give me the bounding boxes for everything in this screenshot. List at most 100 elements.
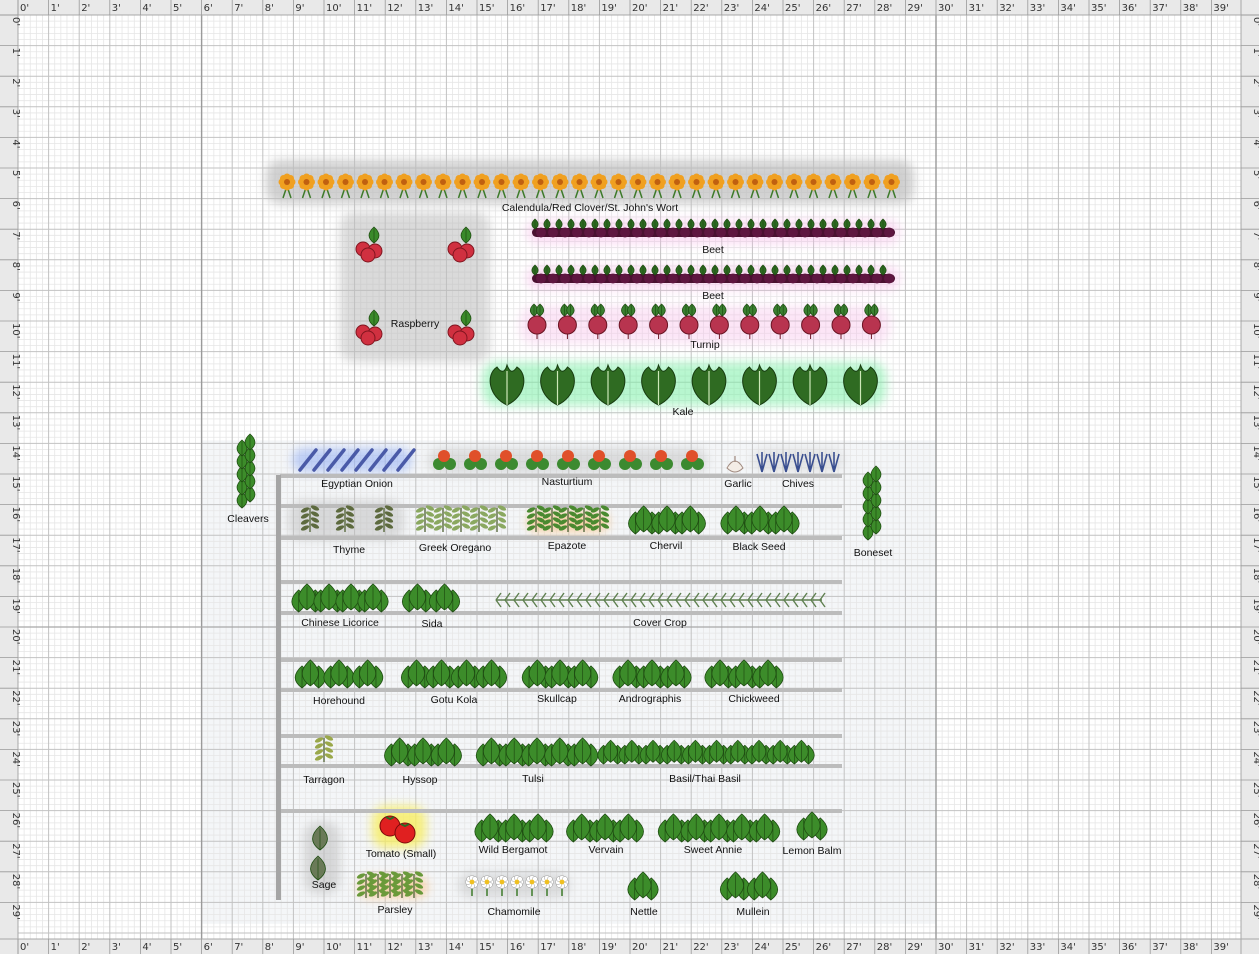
plant-raspberry[interactable] bbox=[355, 226, 475, 346]
plant-label-lemon-balm: Lemon Balm bbox=[783, 845, 842, 857]
cover-crop-leaf bbox=[495, 592, 502, 608]
plant-sida[interactable] bbox=[401, 583, 461, 613]
cover-crop-leaf bbox=[702, 592, 709, 608]
calendula-center bbox=[557, 179, 563, 185]
ruler-label-right: 28' bbox=[1251, 874, 1259, 889]
plant-cleavers[interactable] bbox=[236, 433, 256, 509]
cover-crop-leaf bbox=[612, 592, 619, 608]
plant-cover-crop[interactable] bbox=[495, 592, 826, 608]
herb-leaf bbox=[380, 891, 390, 897]
plant-horehound[interactable] bbox=[294, 659, 384, 689]
ruler-label-top: 15' bbox=[479, 3, 494, 14]
beet-root bbox=[788, 273, 798, 284]
plant-kale[interactable] bbox=[489, 363, 878, 406]
plant-andrographis[interactable] bbox=[612, 659, 692, 689]
plant-chinese-licorice[interactable] bbox=[291, 583, 389, 613]
plant-thyme[interactable] bbox=[300, 504, 394, 532]
plant-calendula[interactable] bbox=[278, 173, 901, 199]
ruler-label-bottom: 31' bbox=[969, 942, 984, 953]
plant-nasturtium[interactable] bbox=[433, 450, 704, 470]
plant-chives[interactable] bbox=[756, 452, 840, 473]
ruler-label-bottom: 8' bbox=[265, 942, 274, 953]
ruler-label-top: 24' bbox=[754, 3, 769, 14]
herb-leaf bbox=[600, 505, 610, 511]
plant-beet-1[interactable] bbox=[531, 218, 895, 238]
plant-parsley[interactable] bbox=[356, 870, 424, 898]
plant-boneset[interactable] bbox=[862, 465, 882, 541]
plant-sweet-annie[interactable] bbox=[657, 813, 781, 843]
plant-nettle[interactable] bbox=[627, 871, 659, 901]
herb-leaf bbox=[425, 511, 435, 517]
cover-crop-leaf bbox=[621, 592, 628, 608]
herb-leaf bbox=[374, 525, 384, 531]
ruler-label-right: 24' bbox=[1251, 751, 1259, 766]
plant-turnip[interactable] bbox=[527, 303, 881, 339]
ruler-label-bottom: 1' bbox=[51, 942, 60, 953]
herb-leaf bbox=[568, 523, 578, 529]
calendula-center bbox=[869, 179, 875, 185]
calendula-center bbox=[342, 179, 349, 185]
herb-leaf bbox=[574, 513, 584, 519]
cover-crop-leaf bbox=[783, 592, 790, 608]
herb-leaf bbox=[414, 877, 424, 883]
ruler-label-right: 6' bbox=[1251, 201, 1259, 210]
ruler-left bbox=[0, 0, 18, 954]
cover-crop-leaf bbox=[738, 592, 745, 608]
onion-stalk bbox=[368, 448, 388, 472]
plant-epazote[interactable] bbox=[526, 504, 610, 532]
plant-label-basil: Basil/Thai Basil bbox=[669, 773, 741, 785]
plant-label-hyssop: Hyssop bbox=[402, 774, 437, 786]
beet-root bbox=[644, 227, 654, 238]
plant-tarragon[interactable] bbox=[314, 734, 334, 762]
raspberry-fruit bbox=[360, 247, 376, 263]
nasturtium-flower bbox=[531, 450, 543, 462]
herb-leaf bbox=[425, 523, 435, 529]
herb-leaf bbox=[451, 519, 461, 525]
ruler-label-top: 18' bbox=[571, 3, 586, 14]
plant-garlic[interactable] bbox=[726, 456, 744, 473]
plant-greek-oregano[interactable] bbox=[415, 504, 507, 532]
plant-egyptian-onion[interactable] bbox=[298, 448, 416, 472]
plant-mullein[interactable] bbox=[719, 871, 779, 901]
plant-sage[interactable] bbox=[310, 825, 328, 881]
ruler-label-left: 16' bbox=[10, 507, 21, 522]
plant-beet-2[interactable] bbox=[531, 264, 895, 284]
beet-root bbox=[584, 227, 594, 238]
onion-stalk bbox=[354, 448, 374, 472]
ruler-label-bottom: 19' bbox=[601, 942, 616, 953]
ruler-label-bottom: 38' bbox=[1183, 942, 1198, 953]
ruler-label-left: 24' bbox=[10, 751, 21, 766]
plant-chickweed[interactable] bbox=[704, 659, 784, 689]
plant-chervil[interactable] bbox=[628, 505, 706, 535]
herb-leaf bbox=[384, 505, 394, 511]
row-rail bbox=[280, 734, 842, 738]
ruler-top bbox=[0, 0, 1259, 15]
ruler-label-bottom: 10' bbox=[326, 942, 341, 953]
ruler-label-bottom: 29' bbox=[907, 942, 922, 953]
plant-wild-bergamot[interactable] bbox=[474, 813, 554, 843]
plant-tomato[interactable] bbox=[379, 815, 416, 844]
ruler-label-top: 22' bbox=[693, 3, 708, 14]
plant-gotu-kola[interactable] bbox=[400, 659, 508, 689]
ruler-label-left: 11' bbox=[10, 354, 21, 369]
herb-leaf bbox=[487, 513, 497, 519]
plant-vervain[interactable] bbox=[566, 813, 644, 843]
daisy-center bbox=[484, 879, 490, 885]
calendula-center bbox=[693, 179, 700, 185]
plant-basil[interactable] bbox=[597, 739, 815, 765]
calendula-center bbox=[654, 179, 661, 185]
daisy-center bbox=[559, 879, 565, 885]
plant-chamomile[interactable] bbox=[465, 875, 569, 896]
plant-tulsi[interactable] bbox=[475, 737, 599, 767]
herb-leaf bbox=[479, 517, 489, 523]
calendula-center bbox=[791, 179, 797, 185]
plant-skullcap[interactable] bbox=[521, 659, 599, 689]
plant-black-seed[interactable] bbox=[720, 505, 800, 535]
cover-crop-leaf bbox=[513, 592, 520, 608]
plant-lemon-balm[interactable] bbox=[796, 811, 828, 841]
plant-hyssop[interactable] bbox=[384, 737, 462, 767]
ruler-label-left: 19' bbox=[10, 598, 21, 613]
beet-root bbox=[656, 227, 666, 238]
